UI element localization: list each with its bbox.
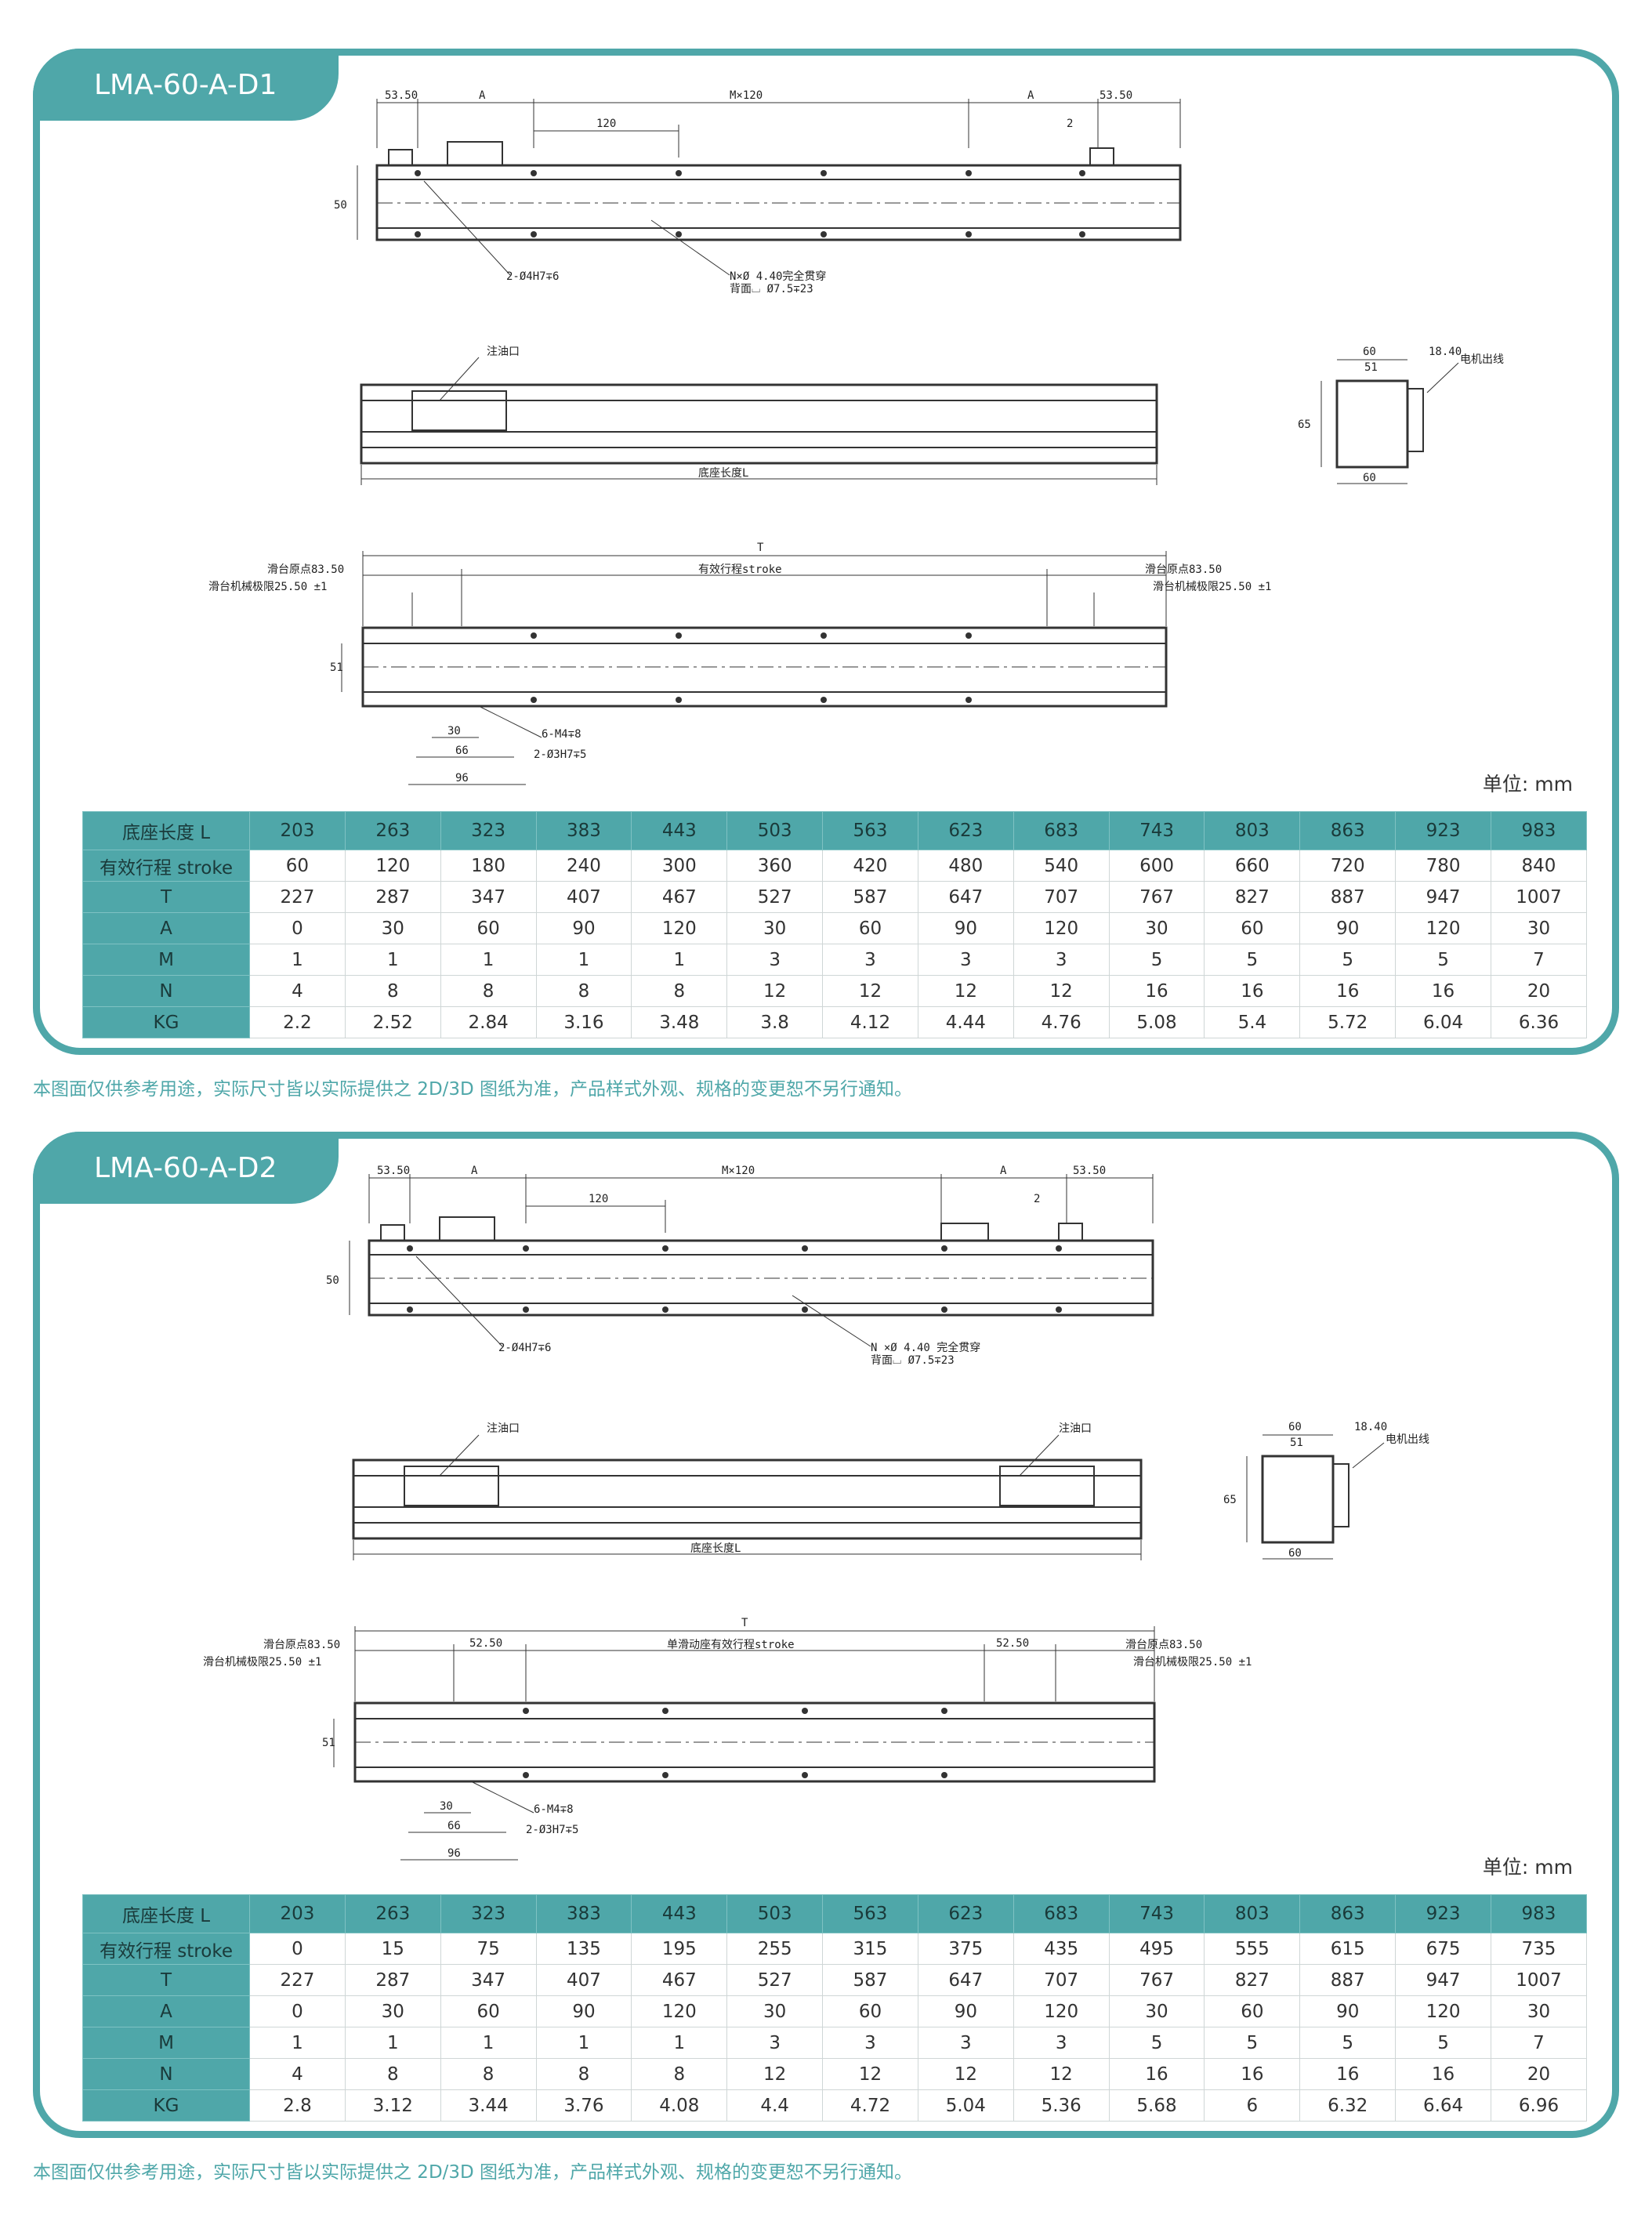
disclaimer-note: 本图面仅供参考用途，实际尺寸皆以实际提供之 2D/3D 图纸为准，产品样式外观、… bbox=[33, 2162, 913, 2183]
spec-panel-d1: LMA-60-A-D1 bbox=[33, 49, 1619, 1055]
origin-label: 滑台原点83.50 bbox=[263, 1638, 340, 1651]
technical-drawing: 53.50 A M×120 A 53.50 120 2 50 2-Ø4H7∓6 … bbox=[208, 89, 1504, 785]
dim-label: 50 bbox=[326, 1274, 339, 1287]
dim-label: 60 bbox=[1288, 1547, 1302, 1560]
dim-label: 30 bbox=[440, 1800, 453, 1813]
dim-label: 53.50 bbox=[377, 1165, 410, 1177]
h7-note: 2-Ø3H7∓5 bbox=[534, 748, 586, 761]
base-length-label: 底座长度L bbox=[698, 467, 748, 480]
dim-label: 60 bbox=[1288, 1421, 1302, 1433]
dim-label: 53.50 bbox=[385, 89, 418, 102]
dim-label: A bbox=[1027, 89, 1034, 102]
dim-label: 18.40 bbox=[1429, 346, 1462, 358]
dim-label: 18.40 bbox=[1354, 1421, 1387, 1433]
h7-note: 2-Ø3H7∓5 bbox=[526, 1824, 578, 1836]
dim-label: M×120 bbox=[730, 89, 763, 102]
panel-title: LMA-60-A-D1 bbox=[33, 49, 339, 121]
motor-cable-label: 电机出线 bbox=[1460, 353, 1504, 366]
disclaimer-note: 本图面仅供参考用途，实际尺寸皆以实际提供之 2D/3D 图纸为准，产品样式外观、… bbox=[33, 1079, 913, 1100]
dim-label: A bbox=[479, 89, 486, 102]
dim-label: 96 bbox=[447, 1847, 461, 1860]
dim-label: 51 bbox=[330, 661, 343, 674]
dim-label: 2 bbox=[1034, 1193, 1040, 1205]
dim-label: A bbox=[471, 1165, 478, 1177]
hole-note: 2-Ø4H7∓6 bbox=[498, 1342, 551, 1354]
dim-label: 50 bbox=[334, 199, 347, 212]
dim-label: A bbox=[1000, 1165, 1007, 1177]
unit-label: 单位: mm bbox=[1482, 1856, 1573, 1879]
m4-note: 6-M4∓8 bbox=[542, 728, 581, 741]
dim-label: 53.50 bbox=[1073, 1165, 1106, 1177]
dim-label: T bbox=[741, 1617, 748, 1629]
dim-label: 60 bbox=[1363, 472, 1376, 484]
oil-port-label: 注油口 bbox=[487, 1422, 520, 1435]
origin-label: 滑台原点83.50 bbox=[267, 563, 344, 576]
stroke-label: 单滑动座有效行程stroke bbox=[667, 1638, 795, 1651]
dim-label: 2 bbox=[1067, 118, 1073, 130]
panel-title: LMA-60-A-D2 bbox=[33, 1132, 339, 1204]
dim-label: 66 bbox=[455, 745, 469, 757]
thru-note: 背面⌴ Ø7.5∓23 bbox=[730, 283, 813, 295]
motor-cable-label: 电机出线 bbox=[1386, 1433, 1429, 1446]
dim-label: 52.50 bbox=[996, 1637, 1029, 1650]
dim-label: 51 bbox=[1364, 361, 1378, 374]
limit-label: 滑台机械极限25.50 ±1 bbox=[203, 1655, 321, 1669]
limit-label: 滑台机械极限25.50 ±1 bbox=[1133, 1655, 1252, 1669]
dim-label: M×120 bbox=[722, 1165, 755, 1177]
origin-label: 滑台原点83.50 bbox=[1145, 563, 1222, 576]
base-length-label: 底座长度L bbox=[690, 1542, 741, 1555]
dim-label: 51 bbox=[1290, 1437, 1303, 1449]
dim-label: T bbox=[757, 542, 764, 554]
dim-label: 30 bbox=[447, 725, 461, 737]
thru-note: 背面⌴ Ø7.5∓23 bbox=[871, 1354, 955, 1367]
dim-label: 120 bbox=[596, 118, 616, 130]
limit-label: 滑台机械极限25.50 ±1 bbox=[208, 580, 327, 593]
dim-label: 53.50 bbox=[1100, 89, 1132, 102]
thru-note: N×Ø 4.40完全贯穿 bbox=[730, 270, 826, 283]
spec-panel-d2: LMA-60-A-D2 bbox=[33, 1132, 1619, 2138]
oil-port-label: 注油口 bbox=[1059, 1422, 1092, 1435]
thru-note: N ×Ø 4.40 完全贯穿 bbox=[871, 1341, 980, 1354]
stroke-label: 有效行程stroke bbox=[698, 563, 782, 576]
oil-port-label: 注油口 bbox=[487, 346, 520, 358]
dim-label: 65 bbox=[1223, 1494, 1237, 1506]
origin-label: 滑台原点83.50 bbox=[1125, 1638, 1202, 1651]
dim-label: 65 bbox=[1298, 419, 1311, 431]
dim-label: 51 bbox=[322, 1737, 335, 1749]
dim-label: 66 bbox=[447, 1820, 461, 1832]
dim-label: 60 bbox=[1363, 346, 1376, 358]
dim-label: 120 bbox=[589, 1193, 608, 1205]
limit-label: 滑台机械极限25.50 ±1 bbox=[1153, 580, 1271, 593]
unit-label: 单位: mm bbox=[1482, 773, 1573, 795]
m4-note: 6-M4∓8 bbox=[534, 1803, 574, 1816]
hole-note: 2-Ø4H7∓6 bbox=[506, 270, 559, 283]
dim-label: 52.50 bbox=[469, 1637, 502, 1650]
dim-label: 96 bbox=[455, 772, 469, 785]
technical-drawing: 53.50 A M×120 A 53.50 120 2 50 2-Ø4H7∓6 … bbox=[203, 1165, 1429, 1861]
